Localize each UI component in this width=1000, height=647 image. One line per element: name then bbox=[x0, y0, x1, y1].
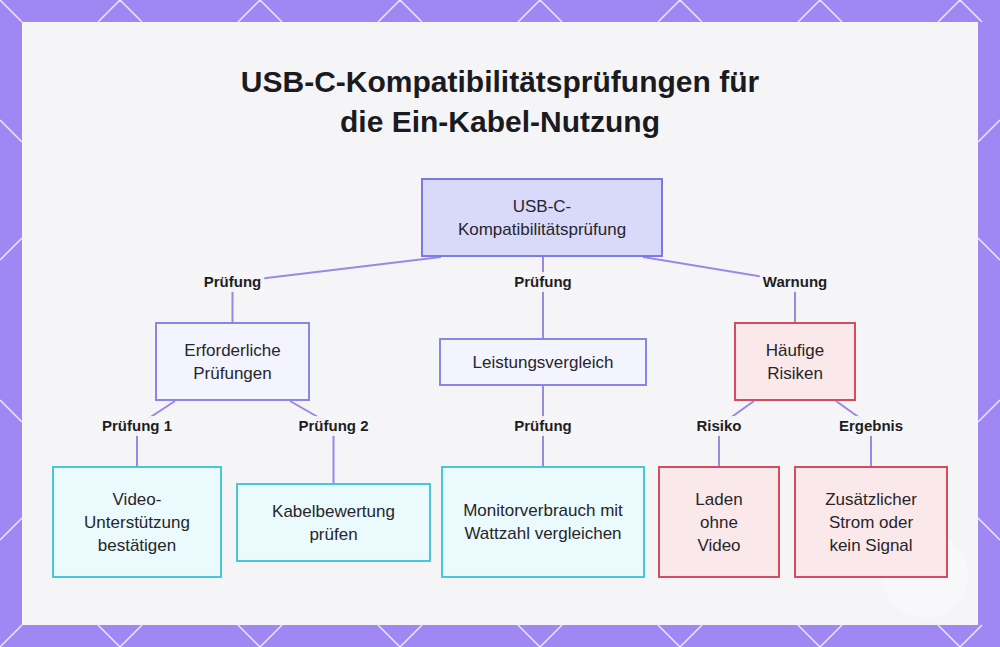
risk-box: Laden ohne Video bbox=[658, 466, 780, 578]
risk-box: Häufige Risiken bbox=[734, 322, 856, 401]
node-text: USB-C- Kompatibilitätsprüfung bbox=[437, 195, 647, 241]
node-text: Leistungsvergleich bbox=[473, 351, 614, 374]
edge-label: Prüfung bbox=[511, 272, 575, 292]
node-text: Zusätzlicher Strom oder kein Signal bbox=[818, 488, 924, 557]
edge-label: Ergebnis bbox=[836, 416, 906, 436]
node-text: Laden ohne Video bbox=[688, 488, 750, 557]
root-box: USB-C- Kompatibilitätsprüfung bbox=[421, 178, 663, 257]
node-text: Kabelbewertung prüfen bbox=[258, 500, 409, 546]
connector-line bbox=[290, 401, 334, 483]
edge-label: Prüfung 1 bbox=[99, 416, 175, 436]
edge-label: Prüfung bbox=[201, 272, 265, 292]
check-box: Monitorverbrauch mit Wattzahl vergleiche… bbox=[441, 466, 645, 578]
category-box: Erforderliche Prüfungen bbox=[155, 322, 310, 401]
edge-label: Prüfung bbox=[511, 416, 575, 436]
check-box: Kabelbewertung prüfen bbox=[236, 483, 431, 562]
edge-label: Warnung bbox=[760, 272, 830, 292]
connector-line bbox=[542, 257, 544, 338]
edge-label: Risiko bbox=[693, 416, 744, 436]
risk-box: Zusätzlicher Strom oder kein Signal bbox=[794, 466, 948, 578]
diagram-title: USB-C-Kompatibilitätsprüfungen für die E… bbox=[230, 62, 770, 142]
node-text: Häufige Risiken bbox=[746, 339, 844, 385]
node-text: Video- Unterstützung bestätigen bbox=[70, 488, 204, 557]
check-box: Video- Unterstützung bestätigen bbox=[52, 466, 222, 578]
category-box: Leistungsvergleich bbox=[439, 338, 647, 386]
node-text: Monitorverbrauch mit Wattzahl vergleiche… bbox=[457, 499, 629, 545]
edge-label: Prüfung 2 bbox=[296, 416, 372, 436]
node-text: Erforderliche Prüfungen bbox=[167, 339, 298, 385]
